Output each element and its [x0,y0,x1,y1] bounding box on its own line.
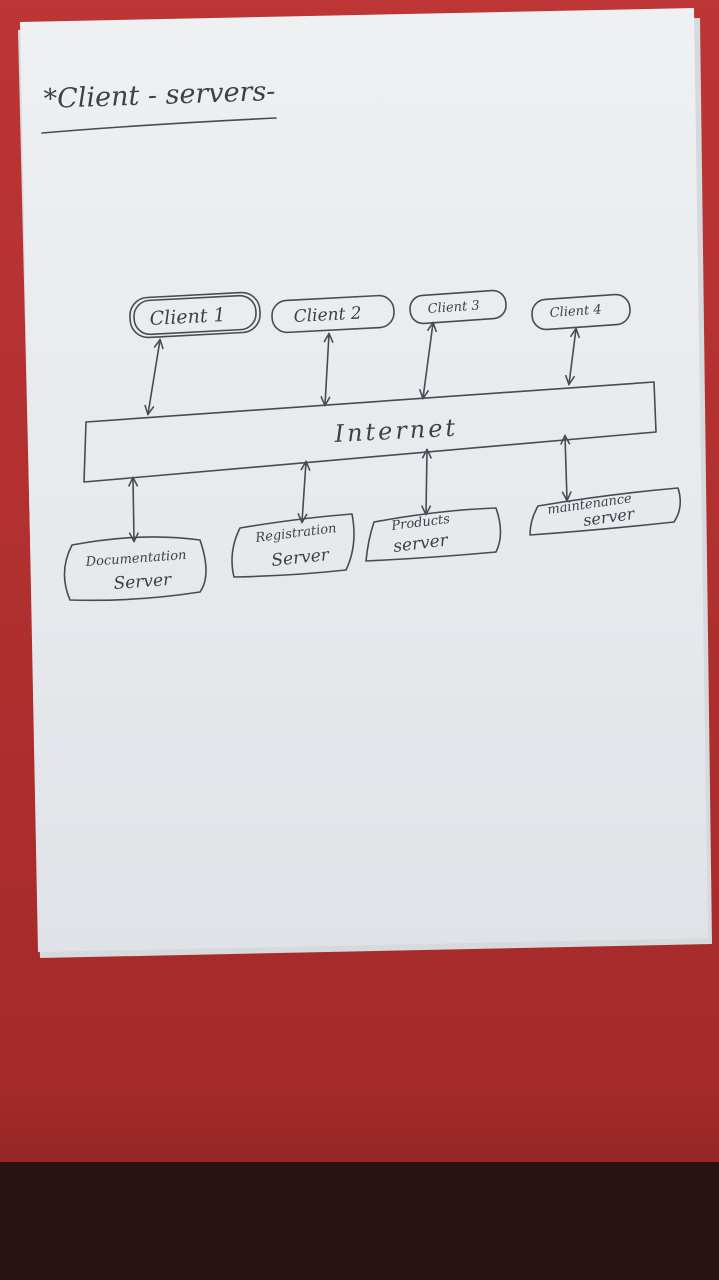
client-node-4: Client 4 [531,293,631,331]
client-2-label: Client 2 [293,303,362,327]
client-node-2: Client 2 [271,294,395,334]
client-node-1: Client 1 [129,291,261,339]
server-1-line2: Server [113,570,173,594]
server-4-arrow [565,436,567,500]
floor-shadow [0,1162,719,1280]
title-underline [41,117,277,134]
client-4-label: Client 4 [549,302,602,321]
server-node-documentation: Documentation Server [63,536,207,602]
paper-sheet [20,8,708,952]
client-3-label: Client 3 [427,298,480,317]
client-1-label: Client 1 [149,304,226,330]
client-node-3: Client 3 [409,289,507,325]
client-3-arrow [423,323,433,398]
internet-label: Internet [333,414,459,448]
server-2-arrow [302,462,306,522]
server-3-line1: Products [390,512,451,534]
client-1-arrow [148,340,160,414]
server-3-arrow [426,450,427,514]
client-4-arrow [569,329,576,384]
internet-bar [83,381,657,483]
server-1-line1: Documentation [84,548,187,570]
server-1-arrow [133,478,134,541]
client-2-arrow [325,334,329,405]
